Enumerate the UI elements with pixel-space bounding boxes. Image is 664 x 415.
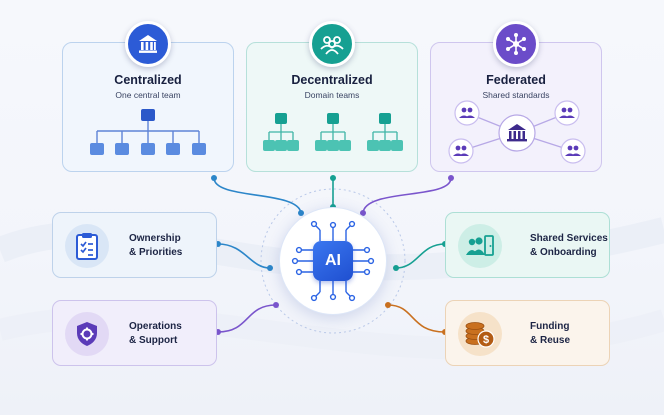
shared-services-label: Shared Services & Onboarding bbox=[530, 232, 608, 260]
shared-services-line1: Shared Services bbox=[530, 233, 608, 244]
federated-subtitle: Shared standards bbox=[482, 90, 550, 100]
connector-ownership bbox=[217, 243, 271, 269]
connector-federated bbox=[362, 177, 452, 214]
decentralized-subtitle: Domain teams bbox=[304, 90, 360, 100]
team-icon bbox=[309, 21, 355, 67]
clipboard-checklist-icon bbox=[65, 224, 109, 268]
funding-line2: & Reuse bbox=[530, 335, 571, 346]
bank-icon bbox=[125, 21, 171, 67]
shared-services-card: Shared Services & Onboarding bbox=[445, 212, 610, 278]
hub-orbit-ring bbox=[260, 188, 406, 334]
funding-label: Funding & Reuse bbox=[530, 320, 570, 348]
federated-hub-spoke bbox=[448, 100, 586, 164]
decentralized-team-charts bbox=[263, 113, 403, 151]
connector-centralized bbox=[213, 177, 302, 214]
connector-operations bbox=[217, 304, 277, 333]
centralized-card: Centralized One central team bbox=[62, 42, 234, 172]
shield-gear-icon bbox=[65, 312, 109, 356]
federated-bank-icon bbox=[507, 124, 527, 142]
connector-funding bbox=[387, 304, 446, 333]
centralized-subtitle: One central team bbox=[115, 90, 181, 100]
decentralized-title: Decentralized bbox=[291, 73, 373, 87]
network-icon bbox=[493, 21, 539, 67]
operations-line1: Operations bbox=[129, 321, 182, 332]
connector-shared bbox=[395, 243, 446, 269]
ownership-line2: & Priorities bbox=[129, 247, 183, 258]
operations-line2: & Support bbox=[129, 335, 178, 346]
coins-dollar-icon: $ bbox=[458, 312, 502, 356]
svg-text:$: $ bbox=[483, 334, 489, 346]
ai-label: AI bbox=[313, 241, 353, 281]
team-door-icon bbox=[458, 224, 502, 268]
shared-services-line2: & Onboarding bbox=[530, 247, 597, 258]
funding-card: $ Funding & Reuse bbox=[445, 300, 610, 366]
ownership-label: Ownership & Priorities bbox=[129, 232, 182, 260]
centralized-org-chart bbox=[90, 109, 206, 155]
federated-title: Federated bbox=[486, 73, 546, 87]
operations-card: Operations & Support bbox=[52, 300, 217, 366]
operations-label: Operations & Support bbox=[129, 320, 182, 348]
funding-line1: Funding bbox=[530, 321, 570, 332]
centralized-title: Centralized bbox=[114, 73, 182, 87]
ownership-line1: Ownership bbox=[129, 233, 181, 244]
ownership-card: Ownership & Priorities bbox=[52, 212, 217, 278]
